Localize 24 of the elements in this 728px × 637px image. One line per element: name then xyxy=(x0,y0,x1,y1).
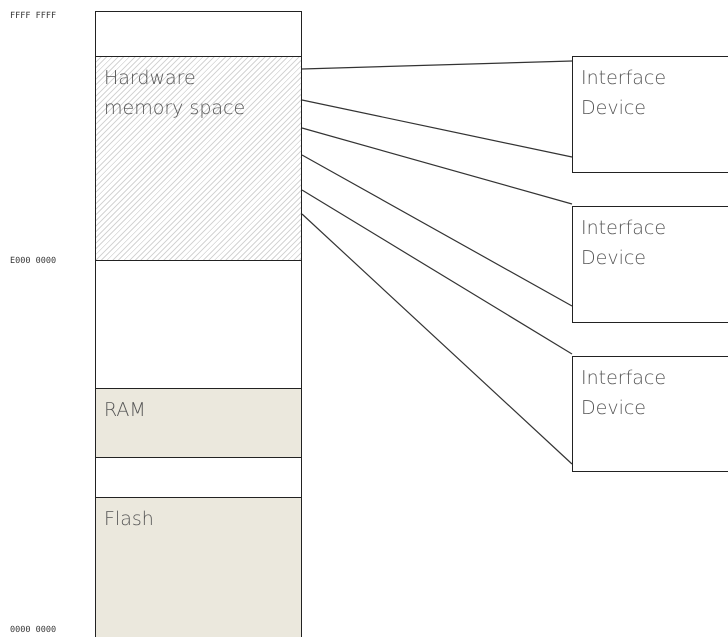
region-label: Flash xyxy=(104,507,155,532)
memory-region xyxy=(95,497,302,637)
connector-line xyxy=(302,154,572,307)
address-label: E000 0000 xyxy=(10,256,56,266)
memory-block xyxy=(95,260,302,389)
address-label: FFFF FFFF xyxy=(10,11,56,21)
connector-line xyxy=(302,127,572,205)
device-box xyxy=(572,56,728,173)
memory-block xyxy=(95,11,302,57)
device-box xyxy=(572,206,728,323)
device-box xyxy=(572,356,728,472)
region-label: Interface Device xyxy=(581,366,668,421)
memory-block xyxy=(95,457,302,498)
memory-region xyxy=(95,56,302,261)
address-label: 0000 0000 xyxy=(10,625,56,635)
region-label: Hardware memory space xyxy=(104,66,246,121)
region-label: Interface Device xyxy=(581,66,668,121)
region-label: RAM xyxy=(104,398,147,423)
connector-line xyxy=(302,214,572,464)
connector-line xyxy=(302,99,572,158)
connector-line xyxy=(302,189,572,355)
memory-region xyxy=(95,388,302,458)
region-label: Interface Device xyxy=(581,216,668,271)
connector-line xyxy=(302,60,572,70)
